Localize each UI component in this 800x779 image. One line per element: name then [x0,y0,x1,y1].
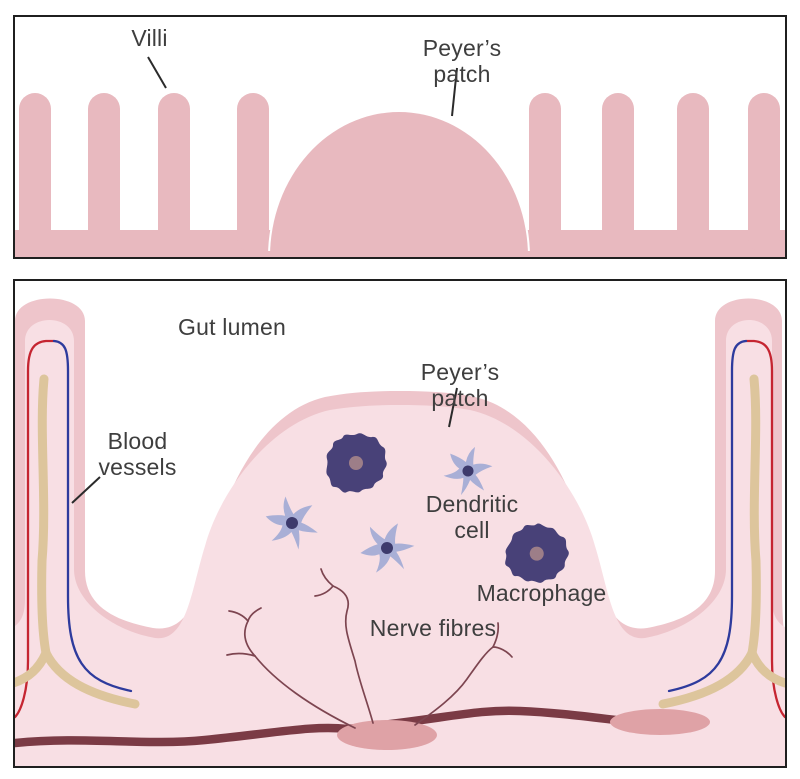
panel-peyers-patch-section [13,279,787,768]
villus-finger [88,93,120,253]
blood-vessels-label: Blood vessels [98,428,177,480]
nerve-fibre [332,585,374,724]
lacteal-right-branch [658,648,757,709]
villi-group [19,93,780,253]
peyers-patch-dome [267,110,531,257]
nerve-fibre-twig [314,585,334,597]
villus-finger [748,93,780,253]
nerve-ganglion-center [337,720,437,750]
peyers-patch-section-art [15,298,785,766]
panel-villi-overview [13,15,787,259]
nerve-fibre [244,620,356,729]
villus-finger [19,93,51,253]
peyers-patch-label-top: Peyer’s patch [422,35,502,87]
blood-vessels-left [15,339,140,719]
blood-vessels-right [658,339,785,719]
artery-left [15,339,56,719]
nerve-fibre-twig [247,607,262,622]
nerve-fibres-label: Nerve fibres [369,615,497,641]
villus-finger [529,93,561,253]
vein-left [52,339,133,693]
lacteal-left [37,374,51,658]
nerve-ganglion-right [610,709,710,735]
peyers-patch-leader-line [448,387,458,428]
vein-right [667,339,748,693]
macrophage-label: Macrophage [476,580,607,606]
nerve-fibre-twig [320,568,334,587]
nerve-fibre-twig [228,610,249,622]
villi-label: Villi [131,25,168,51]
villi-leader-line [147,56,167,89]
lacteal-right [747,374,761,658]
blood-vessels-leader-line [71,476,101,504]
villus-finger [237,93,269,253]
nerve-fibre-twig [492,622,500,648]
peyers-patch-label-bottom: Peyer’s patch [420,359,500,411]
artery-right [744,339,785,719]
peyers-patch-leader-line [451,67,458,117]
tissue-inner-layer [15,320,785,766]
nerve-fibre-twig [492,646,513,658]
dendritic-cell-label: Dendritic cell [425,491,519,543]
nerve-fibre [414,646,494,726]
villi-overview-art [15,56,785,257]
nerve-fibre-twig [226,652,256,657]
villus-finger [602,93,634,253]
lacteal-left-branch [41,648,140,709]
mucosa-base-overlay [15,251,785,257]
nerve-fibres-group [226,568,513,729]
villus-finger [158,93,190,253]
gut-lumen-label: Gut lumen [178,314,286,340]
villus-finger [677,93,709,253]
